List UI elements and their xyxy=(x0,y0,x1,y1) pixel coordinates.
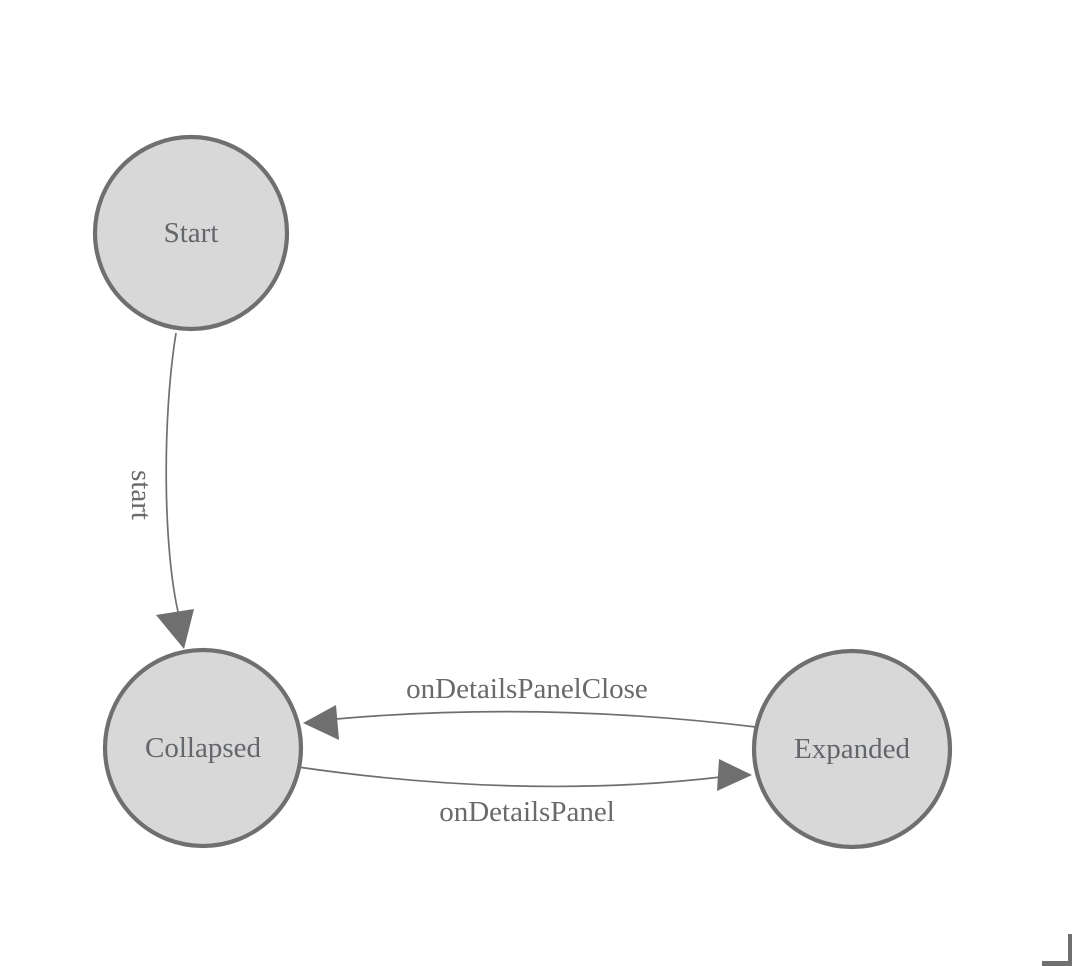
canvas-corner-bracket-icon xyxy=(1042,934,1072,966)
edge-label-ondetailspanel: onDetailsPanel xyxy=(439,796,615,828)
edge-expanded-to-collapsed: onDetailsPanelClose xyxy=(303,673,757,740)
edge-label-ondetailspanelclose: onDetailsPanelClose xyxy=(406,673,648,705)
edge-collapsed-to-expanded-line xyxy=(297,766,722,788)
state-node-start[interactable]: Start xyxy=(92,134,290,332)
arrowhead-into-expanded-left xyxy=(717,759,752,791)
state-node-collapsed-circle[interactable] xyxy=(102,647,304,849)
state-node-start-label: Start xyxy=(164,217,219,249)
state-node-collapsed[interactable]: Collapsed xyxy=(102,647,304,849)
corner-bracket-vertical-bar xyxy=(1068,934,1072,966)
edge-start-to-collapsed: start xyxy=(125,332,194,649)
state-node-start-circle[interactable] xyxy=(92,134,290,332)
arrowhead-into-collapsed-right xyxy=(303,705,339,740)
edge-expanded-to-collapsed-line xyxy=(335,710,757,728)
edge-start-to-collapsed-line xyxy=(165,332,180,617)
arrowhead-into-collapsed-top xyxy=(156,609,194,649)
state-node-expanded-label: Expanded xyxy=(794,733,910,765)
edge-collapsed-to-expanded: onDetailsPanel xyxy=(297,759,752,828)
edge-label-start: start xyxy=(125,470,157,520)
state-node-expanded-circle[interactable] xyxy=(751,648,953,850)
state-node-collapsed-label: Collapsed xyxy=(145,732,261,764)
corner-bracket-horizontal-bar xyxy=(1042,961,1072,966)
state-node-expanded[interactable]: Expanded xyxy=(751,648,953,850)
